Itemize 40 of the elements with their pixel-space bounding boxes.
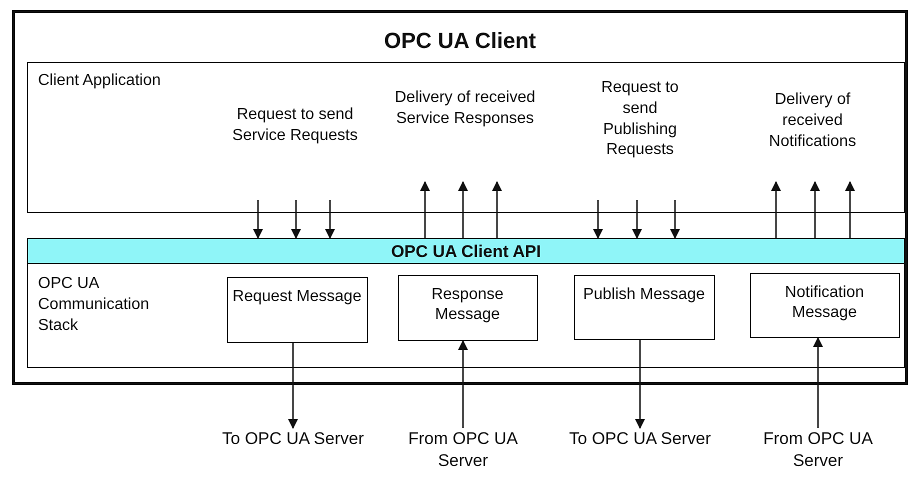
message-box xyxy=(398,274,538,340)
arrow xyxy=(670,200,680,239)
arrow xyxy=(635,340,645,429)
message-box xyxy=(750,272,900,338)
message-label: Notification Message xyxy=(784,282,866,324)
box-heading: Client Application xyxy=(38,71,161,91)
arrow xyxy=(458,181,468,238)
arrow xyxy=(845,181,855,238)
stack-box xyxy=(27,263,905,368)
message-label: Request Message xyxy=(232,286,362,306)
message-label: Publish Message xyxy=(582,284,706,304)
endpoint-text: From OPC UA Server xyxy=(385,428,541,478)
endpoint-text: To OPC UA Server xyxy=(218,428,368,478)
api-bar xyxy=(27,238,905,264)
endpoint-text: From OPC UA Server xyxy=(740,428,896,478)
arrow xyxy=(288,343,298,429)
arrow xyxy=(771,181,781,238)
arrow xyxy=(632,200,642,239)
title: OPC UA Client xyxy=(383,27,537,55)
arrow xyxy=(291,200,301,239)
bar-title: OPC UA Client API xyxy=(390,241,542,263)
arrow xyxy=(810,181,820,238)
message-box xyxy=(574,274,714,340)
arrow-group-label: Delivery of received Service Responses xyxy=(394,88,536,129)
arrow xyxy=(813,337,823,428)
box-heading: OPC UA Communication Stack xyxy=(38,274,150,336)
arrow xyxy=(253,200,263,239)
arrow-group-label: Request to send Service Requests xyxy=(231,105,359,146)
arrow xyxy=(492,181,502,238)
arrow xyxy=(593,200,603,239)
arrow xyxy=(458,340,468,428)
application-box xyxy=(27,62,905,213)
client-frame xyxy=(12,10,908,385)
message-label: Response Message xyxy=(430,284,505,326)
arrow xyxy=(420,181,430,238)
endpoint-text: To OPC UA Server xyxy=(565,428,715,478)
arrow xyxy=(325,200,335,239)
arrow-group-label: Request to send Publishing Requests xyxy=(600,78,680,160)
arrow-group-label: Delivery of received Notifications xyxy=(768,90,858,152)
message-box xyxy=(226,276,368,342)
